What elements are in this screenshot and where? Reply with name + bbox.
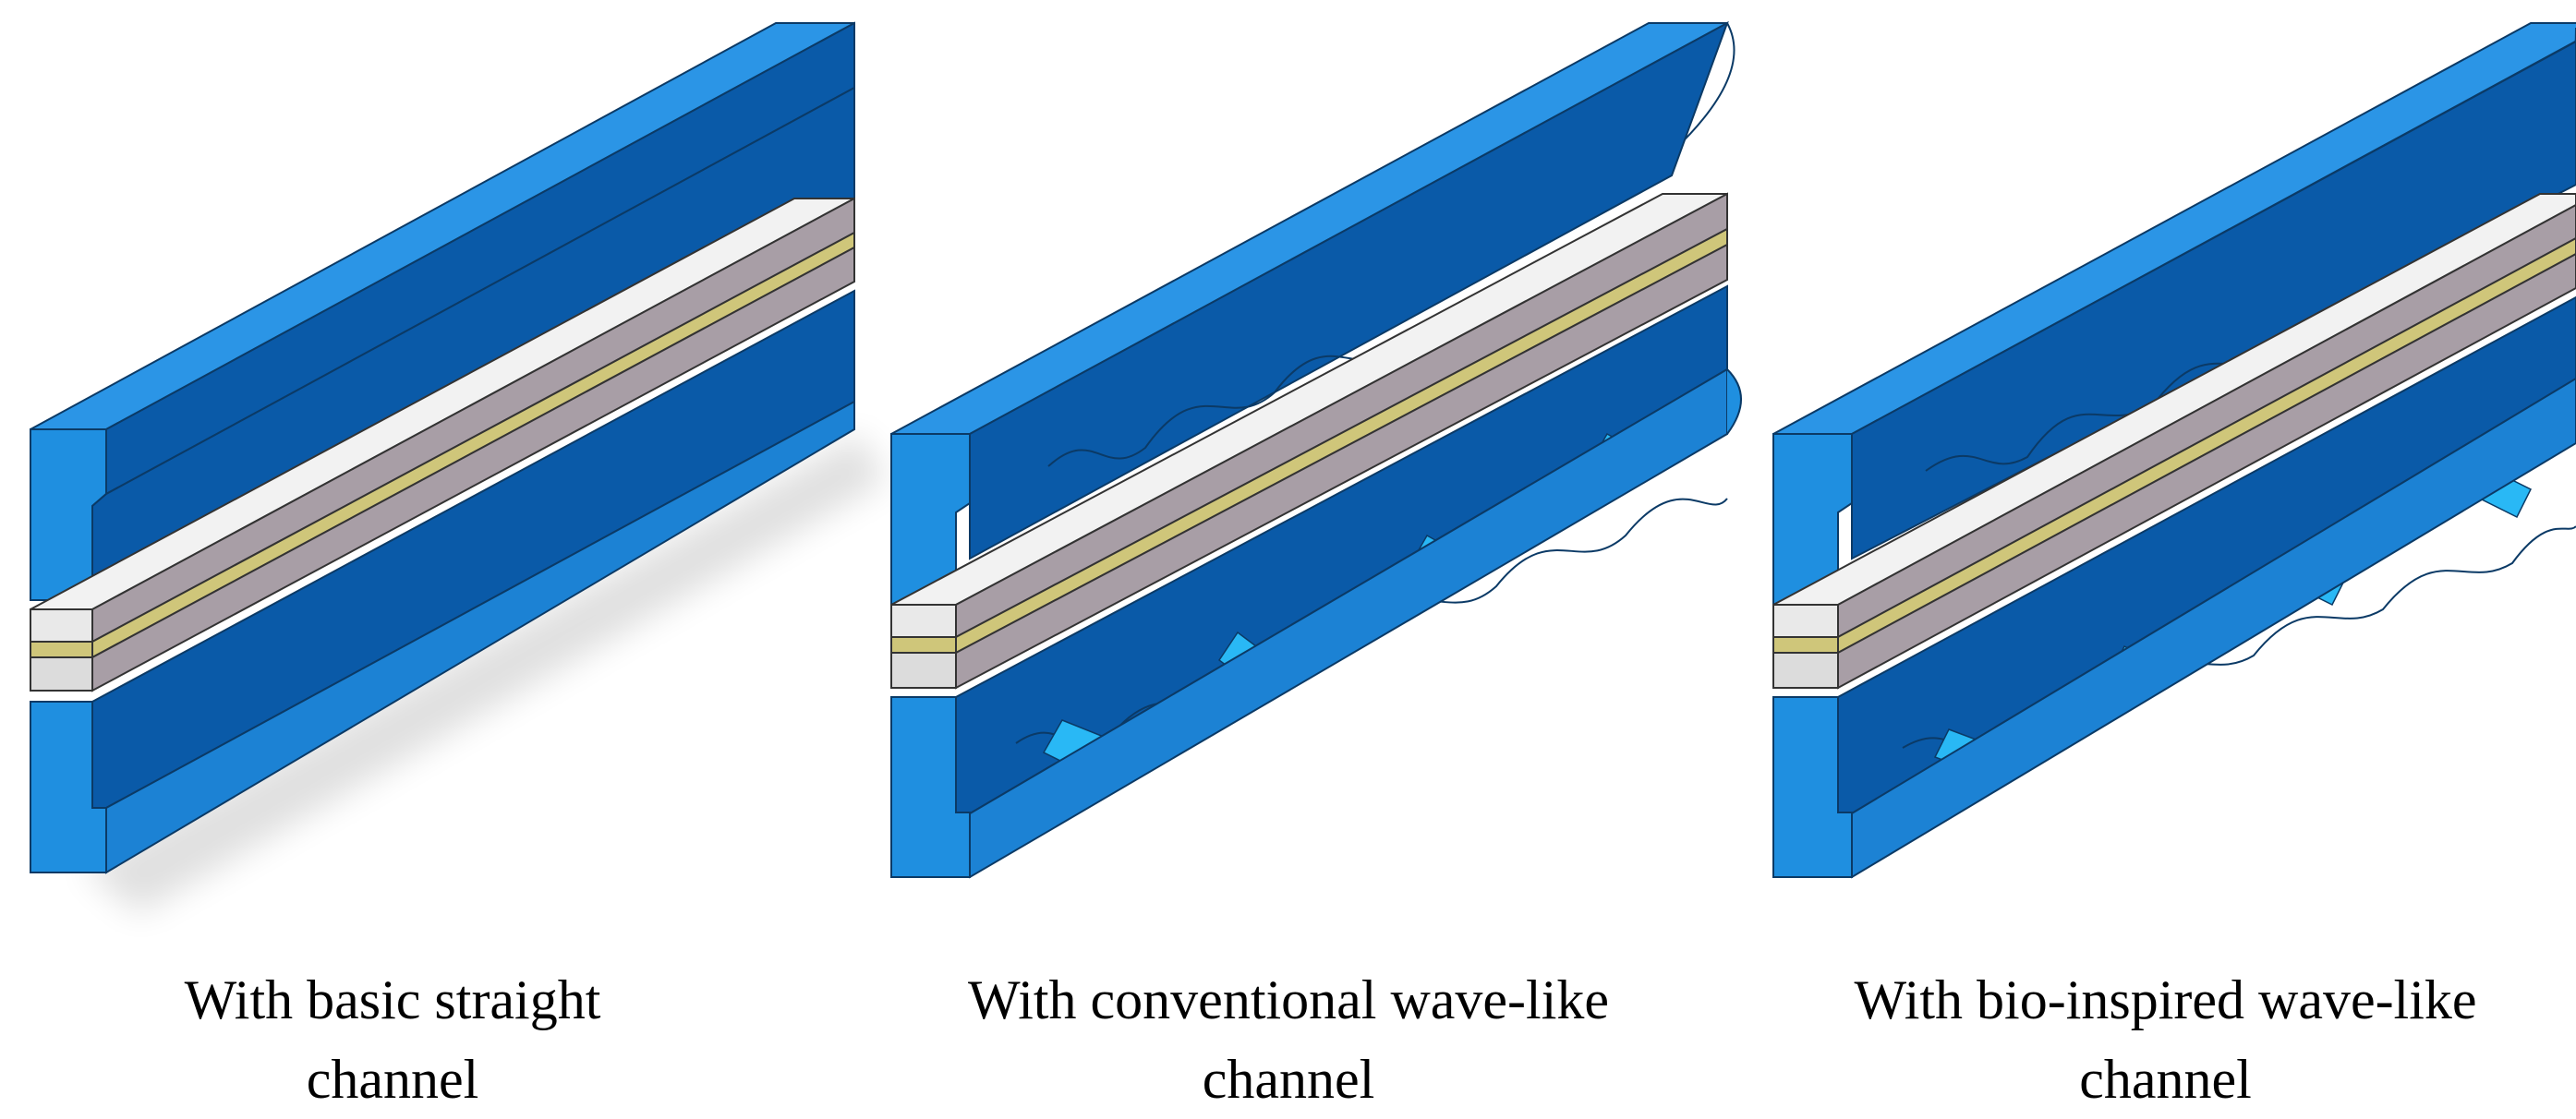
caption-line-2: channel	[1202, 1049, 1375, 1110]
lower-plate	[1772, 295, 2576, 879]
lower-plate	[30, 289, 855, 874]
conventional-wave-channel-assembly	[890, 20, 1742, 879]
caption-line-1: With bio-inspired wave-like	[1854, 969, 2477, 1030]
lower-plate	[890, 284, 1742, 879]
bio-inspired-wave-channel-assembly	[1772, 22, 2576, 879]
membrane-electrode-assembly	[890, 192, 1728, 690]
membrane-electrode-assembly	[1772, 193, 2576, 690]
caption-line-1: With conventional wave-like	[967, 969, 1609, 1030]
membrane-electrode-assembly	[30, 197, 855, 692]
caption-line-2: channel	[2079, 1049, 2252, 1110]
upper-plate	[890, 20, 1735, 606]
caption-straight-channel: With basic straight channel	[0, 960, 785, 1119]
caption-conventional-wave-channel: With conventional wave-like channel	[859, 960, 1718, 1119]
upper-plate	[1772, 22, 2576, 606]
caption-line-1: With basic straight	[184, 969, 601, 1030]
caption-bio-inspired-wave-channel: With bio-inspired wave-like channel	[1755, 960, 2576, 1119]
straight-channel-assembly	[30, 21, 887, 914]
caption-line-2: channel	[306, 1049, 479, 1110]
